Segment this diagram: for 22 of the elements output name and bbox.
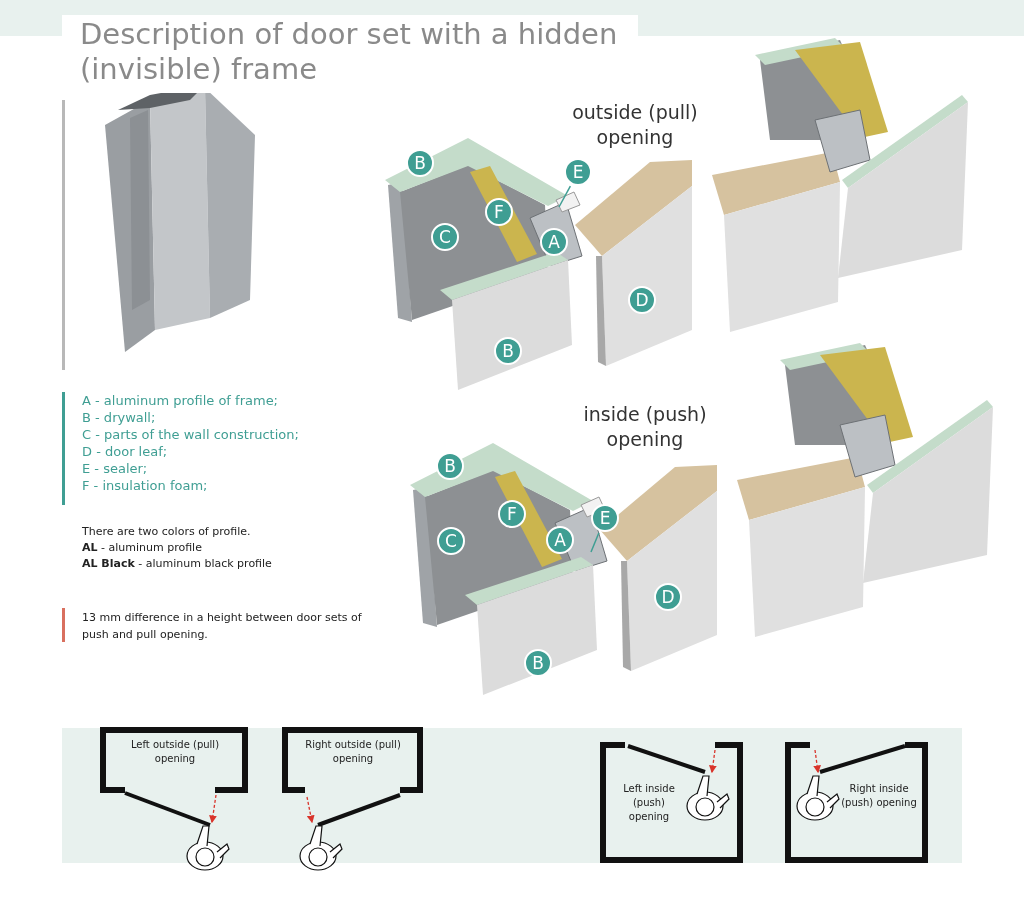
plan-label: Left inside (push) opening [622, 782, 676, 824]
plan-label: Right inside (push) opening [840, 782, 918, 810]
plan-label: Left outside (pull) opening [129, 738, 221, 766]
callout-marker: B [406, 149, 434, 177]
legend-text: C - parts of the wall construction; [82, 426, 300, 443]
heading-text: outside (pull) opening [571, 100, 699, 150]
legend-text: A - aluminum profile of frame; [82, 392, 279, 409]
heading-text: inside (push) opening [582, 402, 708, 452]
note-text: 13 mm difference in a height between door sets of push and pull opening. [82, 610, 363, 643]
note-text: AL Black - aluminum black profile [82, 556, 273, 572]
leader-line [590, 532, 600, 553]
callout-marker: B [436, 452, 464, 480]
legend-text: D - door leaf; [82, 443, 169, 460]
leader-line [558, 185, 572, 208]
legend-text: F - insulation foam; [82, 477, 209, 494]
note-text: There are two colors of profile. [82, 524, 252, 540]
legend-text: B - drywall; [82, 409, 157, 426]
plan-label: Right outside (pull) opening [304, 738, 402, 766]
legend-text: E - sealer; [82, 460, 149, 477]
callout-marker: E [564, 158, 592, 186]
note-text: AL - aluminum profile [82, 540, 203, 556]
page-title: Description of door set with a hidden (invisible) frame [62, 15, 638, 93]
